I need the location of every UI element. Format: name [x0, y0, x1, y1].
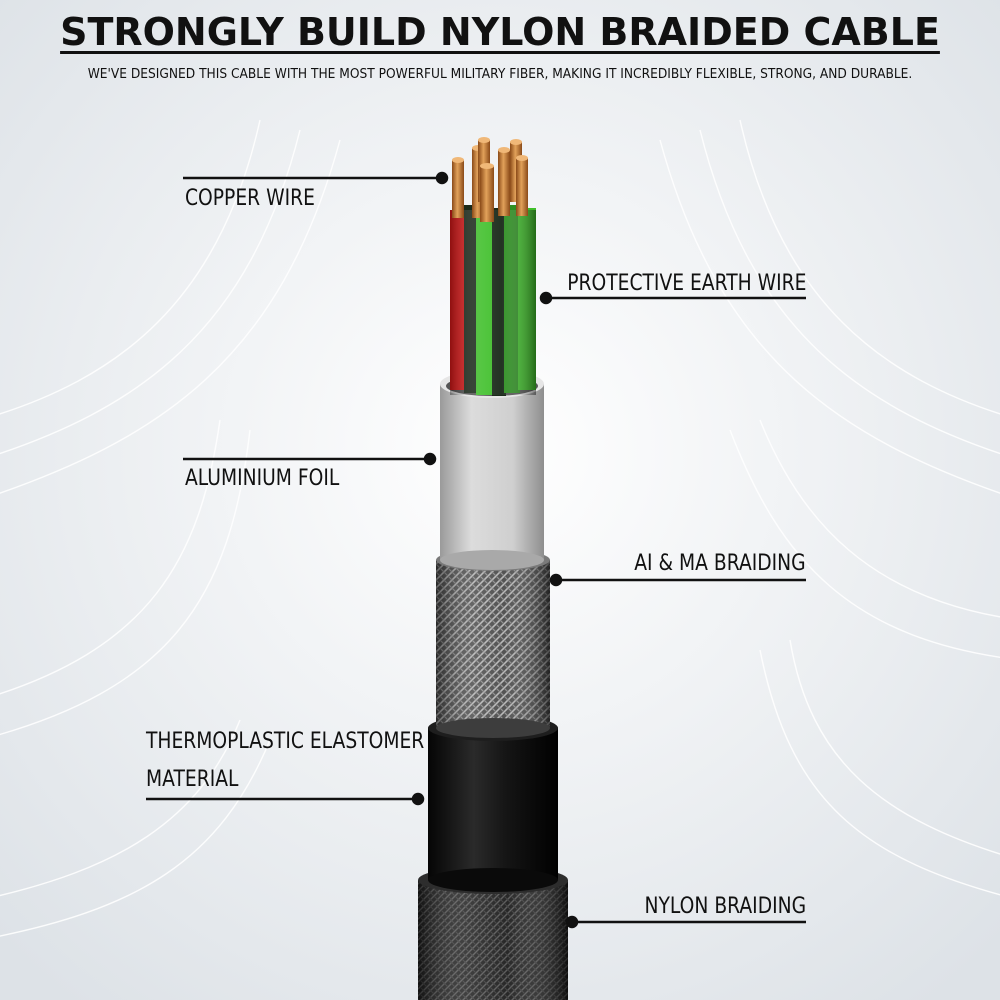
aluminium-foil-label: ALUMINIUM FOIL — [185, 466, 340, 491]
braiding-label: AI & MA BRAIDING — [634, 551, 806, 576]
tpe-jacket-layer — [428, 715, 558, 892]
aluminium-foil-layer — [440, 370, 544, 570]
tpe-label-line1: THERMOPLASTIC ELASTOMER — [146, 729, 425, 754]
copper-wire-label: COPPER WIRE — [185, 186, 315, 211]
tpe-label-line2: MATERIAL — [146, 767, 239, 792]
protective-earth-wire-label: PROTECTIVE EARTH WIRE — [566, 271, 806, 296]
inner-wires — [450, 205, 536, 396]
metal-braiding-layer — [436, 549, 550, 738]
nylon-braiding-label: NYLON BRAIDING — [644, 894, 806, 919]
page-title: STRONGLY BUILD NYLON BRAIDED CABLE — [60, 10, 940, 54]
page-subtitle: WE'VE DESIGNED THIS CABLE WITH THE MOST … — [87, 66, 913, 82]
copper-strands — [452, 137, 528, 222]
